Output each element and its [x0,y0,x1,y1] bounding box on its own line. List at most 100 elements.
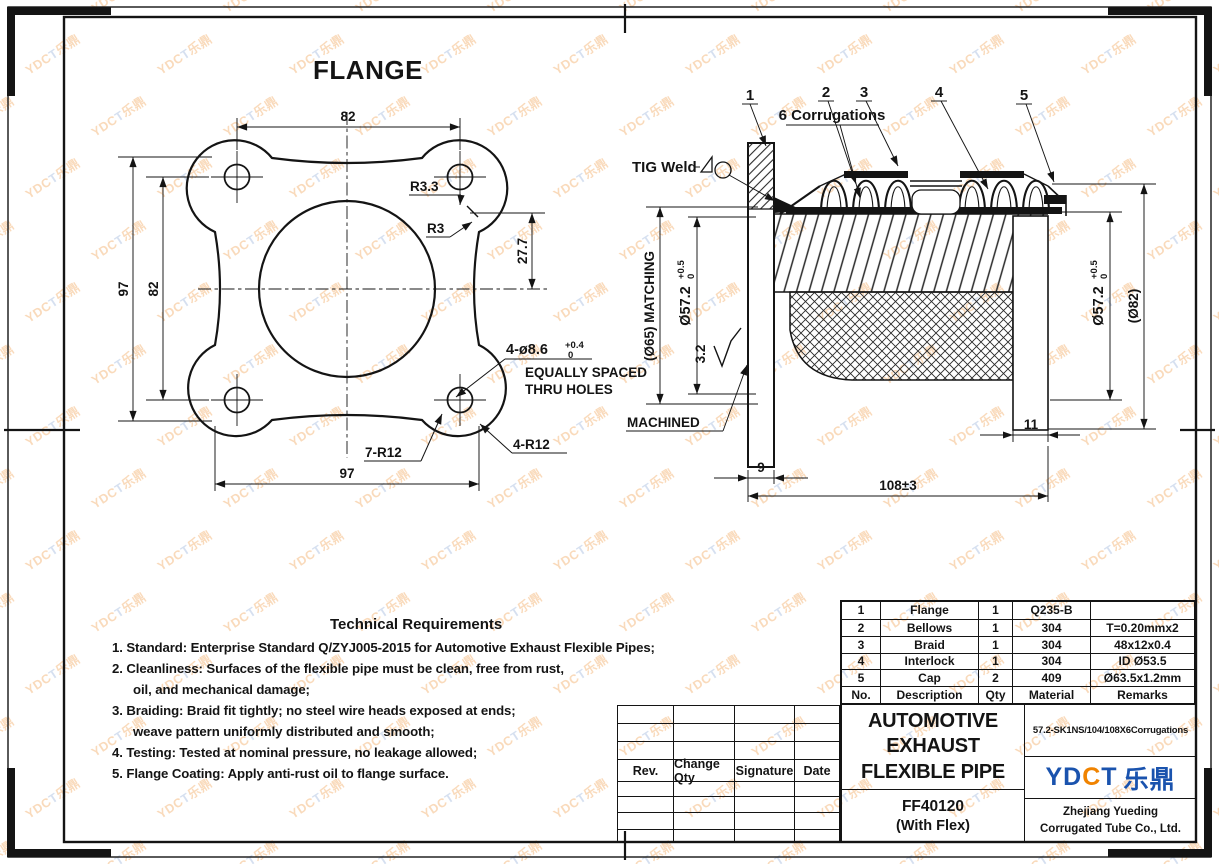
rev-cell [794,781,839,796]
logo-text-cn: 乐鼎 [1123,765,1176,794]
tech-req-line: oil, and mechanical damage; [133,682,310,697]
product-title-line3: FLEXIBLE PIPE [861,760,1005,783]
part-number-cell: 57.2-SK1NS/104/108X6Corrugations [1025,705,1196,757]
company-name-cell: Zhejiang Yueding Corrugated Tube Co., Lt… [1025,799,1196,842]
bom-cell-material: 304 [1012,635,1090,653]
bellows-mid-window [911,189,961,215]
bom-cell-material: Q235-B [1012,602,1090,619]
bom-cell-qty: 1 [978,618,1012,636]
label-holes-tol-upper: +0.4 [565,340,584,351]
tech-requirements-title: Technical Requirements [330,616,503,633]
dim-97-left: 97 [116,281,131,296]
bom-cell-material: 409 [1012,669,1090,687]
rev-cell [794,741,839,759]
dim-27-7: 27.7 [515,238,530,264]
braid-section [789,291,1014,381]
callout-1: 1 [746,87,754,104]
rev-cell [618,829,673,841]
callout-4: 4 [935,84,944,101]
weld-circle [714,161,732,179]
bom-cell-description: Flange [880,602,978,619]
dim-82-left: 82 [146,281,161,296]
rev-cell [734,741,794,759]
tech-req-line: 5. Flange Coating: Apply anti-rust oil t… [112,766,449,781]
rev-header-change-qty: Change Qty [673,757,734,785]
rev-cell [734,829,794,841]
rev-cell [673,706,734,723]
logo-text-c: C [1082,763,1102,791]
callout-2: 2 [822,84,830,101]
bom-cell-remarks [1090,602,1194,619]
model-cell: FF40120 (With Flex) [840,790,1025,842]
product-title-cell: AUTOMOTIVE EXHAUST FLEXIBLE PIPE [840,705,1025,790]
bom-cell-description: Braid [880,635,978,653]
flange-centerlines [198,112,548,458]
dim-11: 11 [1024,417,1039,432]
hole-crosshairs [211,151,486,426]
callout-5: 5 [1020,87,1028,104]
rev-cell [618,723,673,741]
bom-header-no: No. [842,686,880,703]
bellows-inner [826,186,1044,214]
pipe-flange-hatch [747,142,775,210]
pipe-view: 1 2 3 4 5 6 Corrugations TIG Weld (Ø65) … [626,84,1156,502]
dim-97-bottom: 97 [339,466,354,481]
bom-cell-qty: 1 [978,635,1012,653]
tech-req-line: 1. Standard: Enterprise Standard Q/ZYJ00… [112,640,655,655]
rev-cell [618,741,673,759]
rev-cell [673,741,734,759]
flange-outline [185,139,509,438]
bom-cell-qty: 1 [978,602,1012,619]
label-matching: (Ø65) MATCHING [642,251,657,361]
rev-cell [618,796,673,812]
label-6-corrugations: 6 Corrugations [779,107,886,124]
bellows-cover-left [844,171,908,178]
product-title-line2: EXHAUST [886,735,980,758]
label-tig-weld: TIG Weld [632,159,697,176]
rev-cell [618,706,673,723]
pipe-leaders [626,100,1055,432]
flange-view: FLANGE [116,55,647,491]
dim-dia-right: Ø57.2 [1091,286,1107,326]
bom-cell-description: Bellows [880,618,978,636]
flange-view-title: FLANGE [313,55,423,85]
label-holes-tol-lower: 0 [568,350,573,361]
tech-req-line: 4. Testing: Tested at nominal pressure, … [112,745,478,760]
rev-cell [673,812,734,829]
rev-cell [734,723,794,741]
label-thru-holes: THRU HOLES [525,382,613,397]
rev-cell [794,723,839,741]
center-tick-marks [4,4,1215,860]
callout-3: 3 [860,84,868,101]
tech-requirements-list: 1. Standard: Enterprise Standard Q/ZYJ00… [112,637,672,784]
rev-header-rev: Rev. [618,759,673,781]
model-variant: (With Flex) [896,817,970,834]
bom-header-remarks: Remarks [1090,686,1194,703]
bom-cell-material: 304 [1012,652,1090,670]
tech-req-line: 2. Cleanliness: Surfaces of the flexible… [112,661,564,676]
rev-cell [673,723,734,741]
bom-cell-description: Cap [880,669,978,687]
rev-cell [794,706,839,723]
bom-cell-no: 2 [842,618,880,636]
bom-cell-no: 3 [842,635,880,653]
bom-header-qty: Qty [978,686,1012,703]
bom-header-description: Description [880,686,978,703]
dim-dia-left-tol-lower: 0 [686,274,697,279]
dim-82-top: 82 [340,109,355,124]
dim-dia-outer: (Ø82) [1126,289,1141,324]
part-number: 57.2-SK1NS/104/108X6Corrugations [1032,725,1189,736]
corner-mark-bottom-right [1108,768,1212,857]
rev-cell [734,812,794,829]
rev-cell [734,706,794,723]
corner-notch [466,205,479,218]
corner-mark-top-right [1108,7,1212,96]
dim-dia-left-tol-upper: +0.5 [676,260,687,279]
bom-cell-qty: 2 [978,669,1012,687]
bom-cell-remarks: 48x12x0.4 [1090,635,1194,653]
bom-cell-no: 4 [842,652,880,670]
bom-cell-qty: 1 [978,652,1012,670]
dim-dia-right-tol-upper: +0.5 [1089,260,1100,279]
